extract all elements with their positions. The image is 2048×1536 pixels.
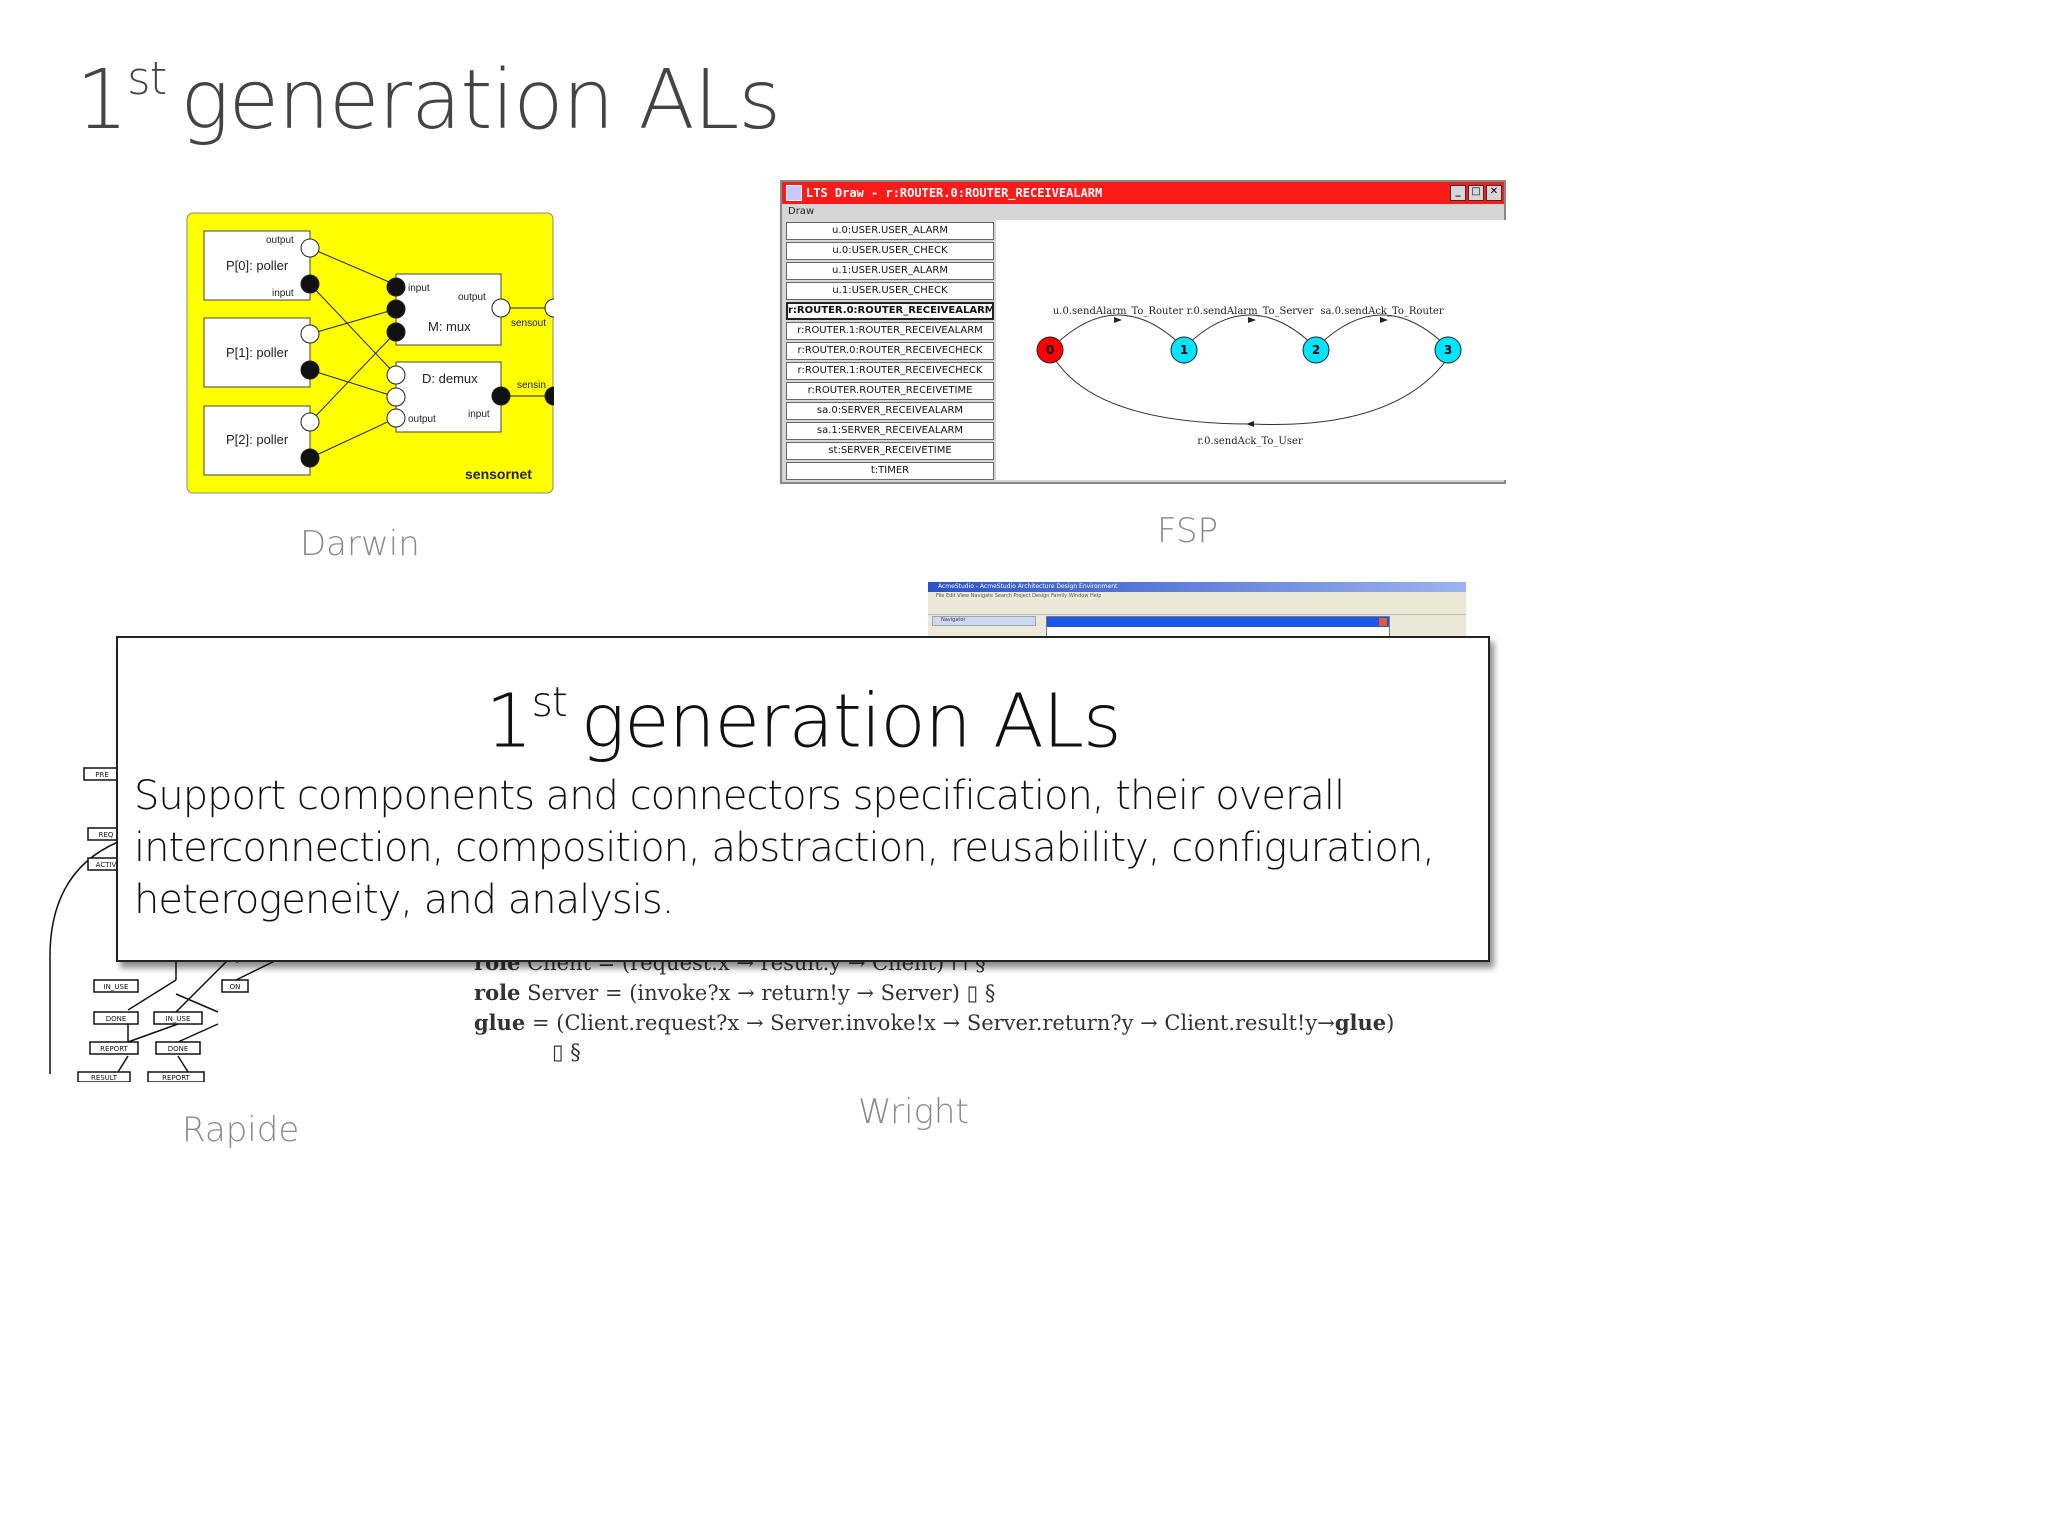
acme-toolbar <box>928 600 1466 615</box>
fsp-process-item[interactable]: r:ROUTER.1:ROUTER_RECEIVEALARM <box>786 322 994 340</box>
darwin-diagram: P[0]: poller P[1]: poller P[2]: poller M… <box>186 212 554 494</box>
rapide-label: DONE <box>168 1045 189 1053</box>
lts-transition-label: u.0.sendAlarm_To_Router <box>1053 306 1184 317</box>
fsp-process-item[interactable]: u.1:USER.USER_ALARM <box>786 262 994 280</box>
darwin-poller-1-box <box>203 317 311 388</box>
fsp-lts-window: LTS Draw - r:ROUTER.0:ROUTER_RECEIVEALAR… <box>780 180 1506 484</box>
lts-state-2: 2 <box>1312 343 1320 357</box>
rapide-label: DONE <box>106 1015 127 1023</box>
wright-spec: role Client = (request.x → result.y → Cl… <box>474 948 1394 1067</box>
lts-state-1: 1 <box>1180 343 1188 357</box>
fsp-process-item[interactable]: u.1:USER.USER_CHECK <box>786 282 994 300</box>
wright-caption: Wright <box>858 1092 969 1132</box>
fsp-process-item-selected[interactable]: r:ROUTER.0:ROUTER_RECEIVEALARM <box>786 302 994 320</box>
rapide-label: ACTIV <box>96 861 117 869</box>
rapide-label: RESULT <box>91 1074 118 1082</box>
rapide-label: REQ <box>99 831 114 839</box>
darwin-port-demux-output: output <box>408 414 436 425</box>
acme-editor-pane <box>1046 616 1390 638</box>
fsp-lts-canvas[interactable]: 0 1 2 3 u.0.sendAlarm_To_Router r.0.send… <box>996 220 1506 480</box>
lts-state-0: 0 <box>1046 343 1054 357</box>
lts-transition-label: r.0.sendAck_To_User <box>1197 436 1303 447</box>
lts-transition-label: r.0.sendAlarm_To_Server <box>1187 306 1314 317</box>
close-icon[interactable] <box>1379 618 1387 626</box>
fsp-process-item[interactable]: u.0:USER.USER_ALARM <box>786 222 994 240</box>
acme-navigator-tab[interactable]: Navigator <box>932 616 1036 626</box>
darwin-caption: Darwin <box>300 524 420 564</box>
rapide-label: IN_USE <box>104 983 129 991</box>
fsp-window-title: LTS Draw - r:ROUTER.0:ROUTER_RECEIVEALAR… <box>806 186 1103 200</box>
rapide-label: PRE <box>95 771 109 779</box>
fsp-process-item[interactable]: sa.1:SERVER_RECEIVEALARM <box>786 422 994 440</box>
callout-body: Support components and connectors specif… <box>134 772 1435 923</box>
fsp-titlebar: LTS Draw - r:ROUTER.0:ROUTER_RECEIVEALAR… <box>782 182 1504 204</box>
darwin-poller-2-box <box>203 405 311 476</box>
rapide-label: REPORT <box>162 1074 190 1082</box>
darwin-label-mux: M: mux <box>428 319 471 334</box>
fsp-caption: FSP <box>1157 511 1219 551</box>
acme-window-title: AcmeStudio - AcmeStudio Architecture Des… <box>928 582 1466 592</box>
fsp-process-item[interactable]: t:TIMER <box>786 462 994 480</box>
fsp-menu-draw[interactable]: Draw <box>788 206 815 217</box>
rapide-label: IN_USE <box>166 1015 191 1023</box>
wright-line-server: role Server = (invoke?x → return!y → Ser… <box>474 980 996 1005</box>
darwin-container-label: sensornet <box>465 466 532 482</box>
fsp-process-item[interactable]: u.0:USER.USER_CHECK <box>786 242 994 260</box>
fsp-process-item[interactable]: r:ROUTER.0:ROUTER_RECEIVECHECK <box>786 342 994 360</box>
fsp-process-item[interactable]: r:ROUTER.1:ROUTER_RECEIVECHECK <box>786 362 994 380</box>
lts-graph: 0 1 2 3 u.0.sendAlarm_To_Router r.0.send… <box>1036 306 1462 447</box>
rapide-caption: Rapide <box>182 1110 300 1150</box>
rapide-label: REPORT <box>100 1045 128 1053</box>
darwin-label-p2: P[2]: poller <box>226 432 289 447</box>
fsp-process-item[interactable]: st:SERVER_RECEIVETIME <box>786 442 994 460</box>
darwin-port-sensin: sensin <box>517 380 546 391</box>
fsp-process-item[interactable]: sa.0:SERVER_RECEIVEALARM <box>786 402 994 420</box>
darwin-label-p1: P[1]: poller <box>226 345 289 360</box>
app-icon <box>786 185 802 201</box>
acme-menubar[interactable]: File Edit View Navigate Search Project D… <box>936 593 1102 599</box>
rapide-diagram: PRE REQ ACTIV IN_USE ON DONE IN_USE REPO… <box>49 767 318 1082</box>
darwin-port-mux-output: output <box>458 292 486 303</box>
wright-line-glue: glue = (Client.request?x → Server.invoke… <box>474 1010 1395 1035</box>
acmestudio-window: AcmeStudio - AcmeStudio Architecture Des… <box>928 582 1466 638</box>
darwin-port-demux-input: input <box>468 409 490 420</box>
darwin-port-p0-input: input <box>272 288 294 299</box>
maximize-button[interactable]: □ <box>1468 185 1484 201</box>
rapide-label: ON <box>230 983 241 991</box>
fsp-process-item[interactable]: r:ROUTER.ROUTER_RECEIVETIME <box>786 382 994 400</box>
darwin-port-mux-input: input <box>408 283 430 294</box>
wright-line-glue-cont: ▯ § <box>552 1040 581 1064</box>
darwin-port-p0-output: output <box>266 235 294 246</box>
darwin-poller-0-box <box>203 230 311 301</box>
darwin-label-demux: D: demux <box>422 371 478 386</box>
darwin-demux-box <box>395 361 502 433</box>
minimize-button[interactable]: _ <box>1450 185 1466 201</box>
lts-state-3: 3 <box>1444 343 1452 357</box>
darwin-label-p0: P[0]: poller <box>226 258 289 273</box>
darwin-port-sensout: sensout <box>511 318 546 329</box>
fsp-process-list: u.0:USER.USER_ALARM u.0:USER.USER_CHECK … <box>784 220 994 480</box>
darwin-mux-box <box>395 273 502 346</box>
close-button[interactable]: ✕ <box>1486 185 1502 201</box>
lts-transition-label: sa.0.sendAck_To_Router <box>1320 306 1443 317</box>
